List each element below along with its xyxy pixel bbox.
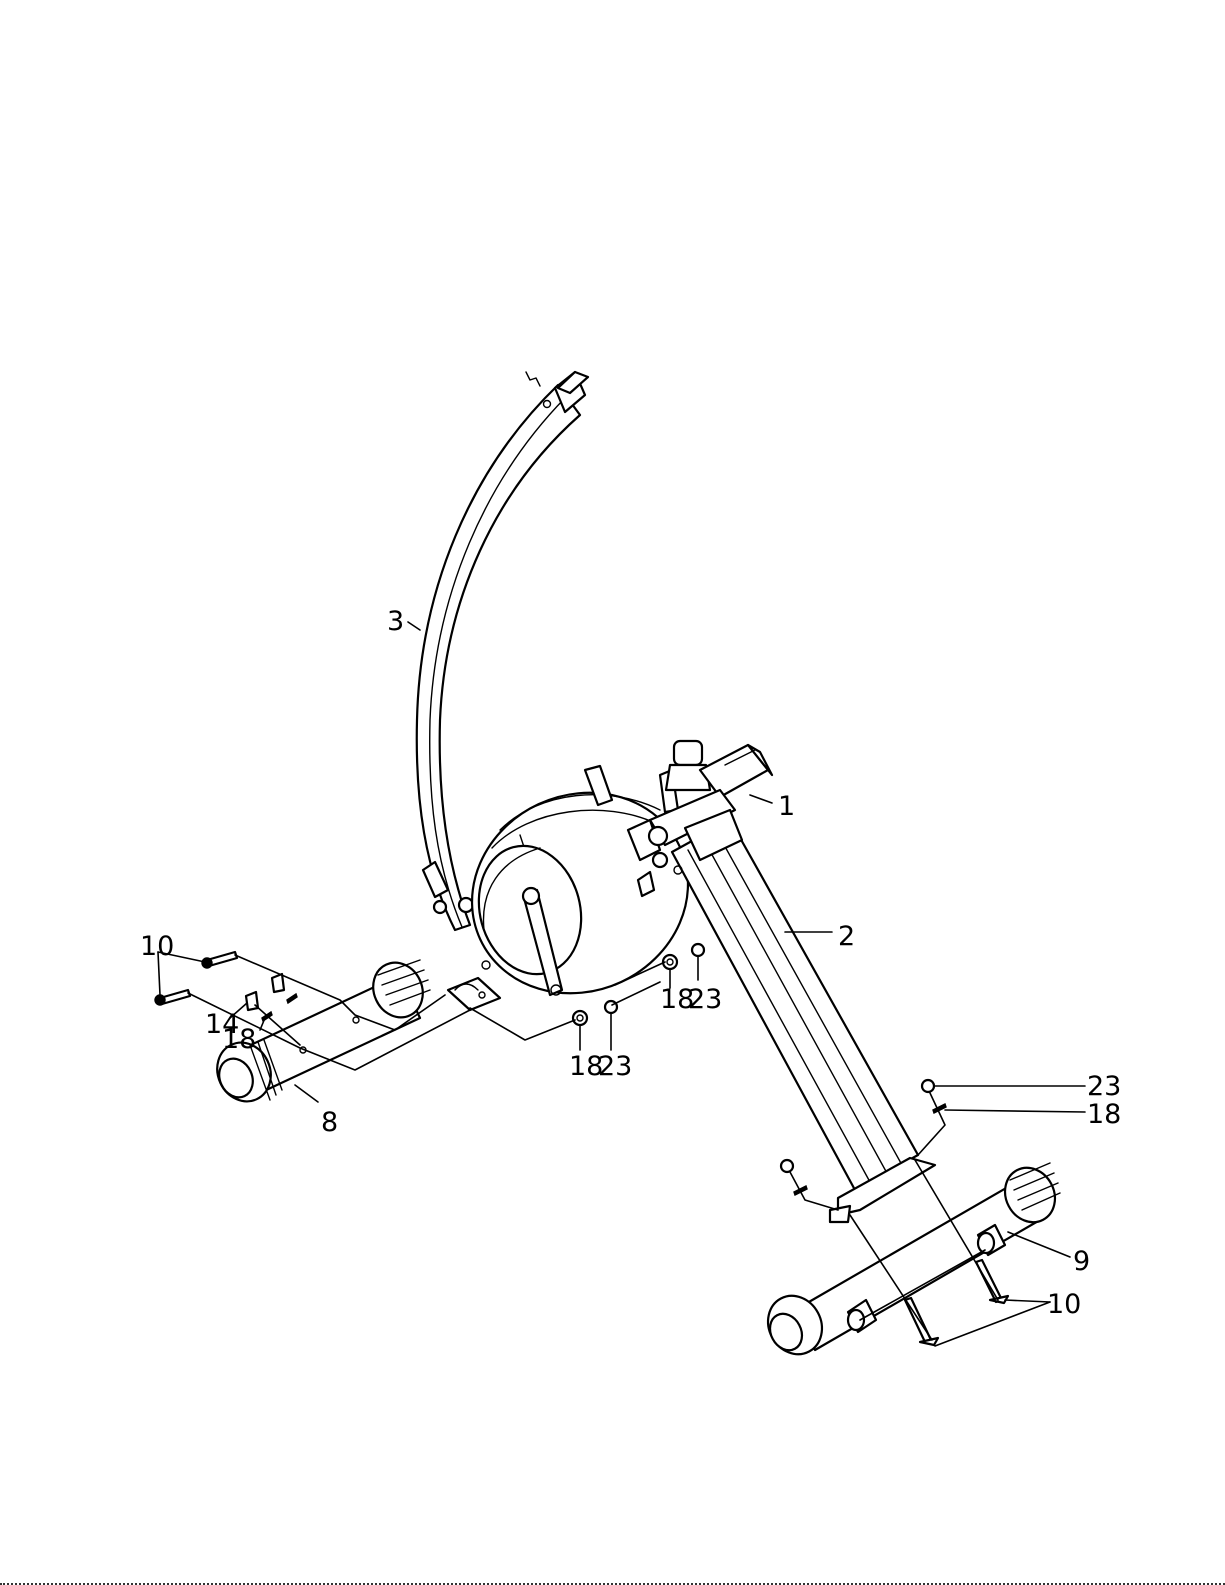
- callout-23-mid-2: 23: [598, 1051, 632, 1082]
- callout-9: 9: [1073, 1246, 1090, 1277]
- rear-mount-bracket: [448, 978, 500, 1010]
- callout-18-left: 18: [222, 1024, 256, 1055]
- callout-23-mid-1: 23: [688, 984, 722, 1015]
- callout-1: 1: [778, 791, 795, 822]
- part-2-down-tube: [672, 810, 935, 1222]
- callout-10-left: 10: [140, 931, 174, 962]
- callout-3: 3: [387, 606, 404, 637]
- callout-2: 2: [838, 921, 855, 952]
- callout-10-right: 10: [1047, 1289, 1081, 1320]
- callout-18-right: 18: [1087, 1099, 1121, 1130]
- callout-23-right: 23: [1087, 1071, 1121, 1102]
- callout-8: 8: [321, 1107, 338, 1138]
